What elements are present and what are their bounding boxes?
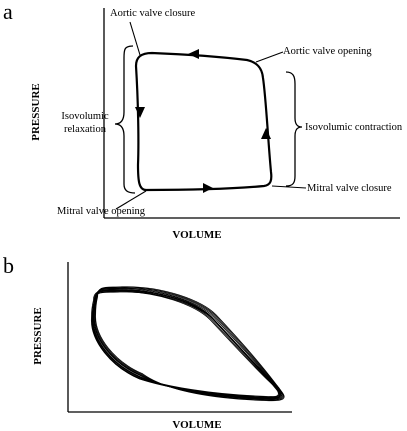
arrow-top-left bbox=[188, 49, 199, 59]
pv-loop-trace bbox=[93, 287, 283, 400]
brace-relaxation bbox=[114, 45, 136, 194]
overlaid-pv-loops bbox=[90, 286, 285, 402]
pv-loop-trace bbox=[92, 291, 283, 399]
label-aortic-valve-opening: Aortic valve opening bbox=[283, 46, 372, 57]
pv-loop-trace bbox=[91, 291, 279, 398]
panel-b-y-axis-label: PRESSURE bbox=[32, 307, 44, 364]
pv-loop-trace bbox=[92, 289, 282, 399]
arrow-down bbox=[135, 107, 145, 118]
arrow-bottom-right bbox=[203, 183, 213, 193]
leader-mitral-closure bbox=[271, 185, 307, 189]
label-mitral-valve-opening: Mitral valve opening bbox=[57, 206, 146, 217]
leader-aortic-closure bbox=[129, 21, 141, 56]
leader-lines bbox=[115, 21, 307, 210]
pv-loop-trace bbox=[90, 290, 282, 397]
panel-b-axes bbox=[67, 262, 292, 413]
arrow-up bbox=[261, 128, 271, 139]
panel-b-x-axis-label: VOLUME bbox=[172, 419, 221, 431]
brace-contraction bbox=[285, 71, 303, 187]
panel-a-letter: a bbox=[3, 0, 13, 24]
label-isovolumic-relaxation-line1: Isovolumic bbox=[61, 111, 109, 122]
label-aortic-valve-closure: Aortic valve closure bbox=[110, 8, 195, 19]
label-isovolumic-contraction: Isovolumic contraction bbox=[305, 122, 403, 133]
panel-a-axes bbox=[103, 8, 400, 219]
pv-loop-trace bbox=[93, 288, 281, 400]
label-isovolumic-relaxation-line2: relaxation bbox=[64, 124, 107, 135]
pv-loop-trace bbox=[94, 286, 284, 401]
panel-a-y-axis-label: PRESSURE bbox=[30, 83, 42, 140]
pv-loop-trace bbox=[91, 290, 280, 398]
pv-loop-trace bbox=[95, 286, 285, 402]
leader-mitral-opening bbox=[115, 190, 147, 210]
leader-aortic-opening bbox=[255, 51, 284, 63]
panel-a-x-axis-label: VOLUME bbox=[172, 229, 221, 241]
label-mitral-valve-closure: Mitral valve closure bbox=[307, 183, 392, 194]
pv-loop bbox=[134, 51, 273, 192]
panel-b-letter: b bbox=[3, 253, 14, 278]
